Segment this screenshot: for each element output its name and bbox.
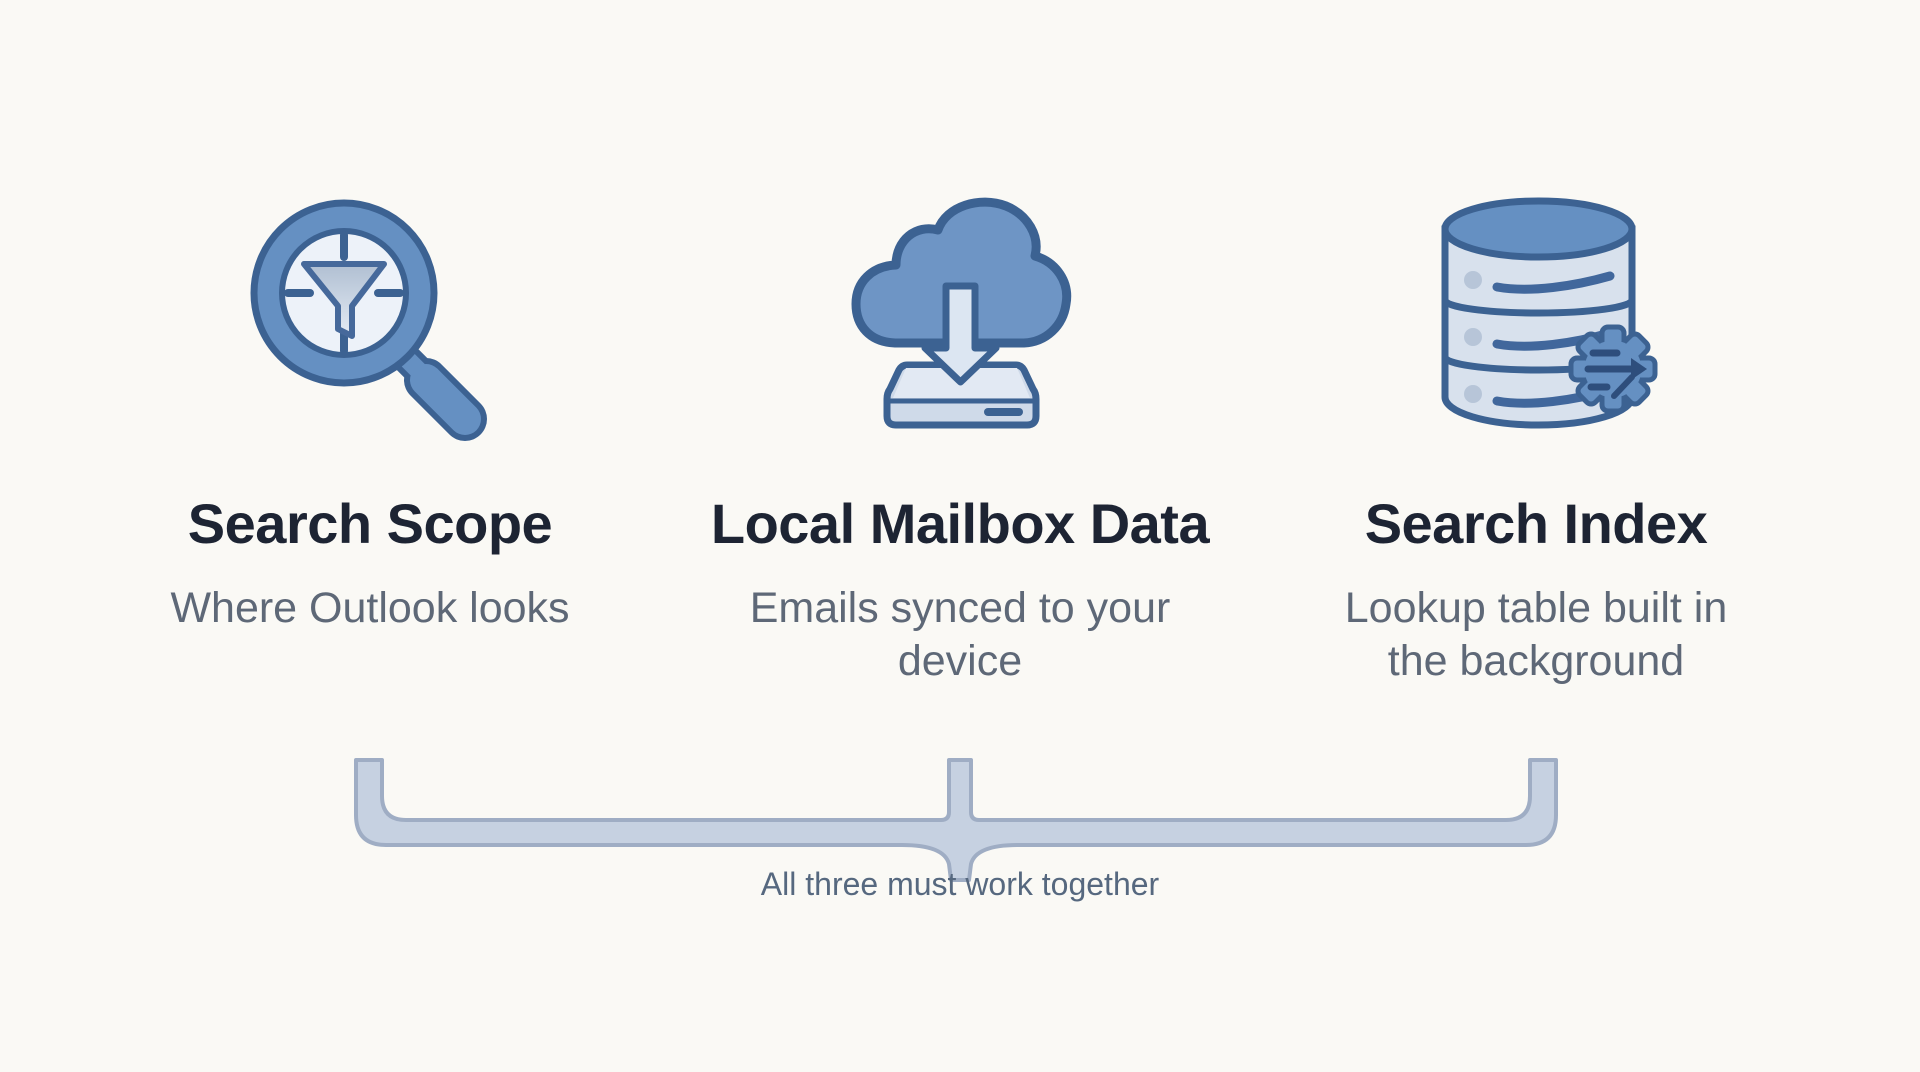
magnifier-handle — [391, 343, 487, 441]
column-title: Search Scope — [187, 492, 553, 555]
transfer-arrow-glyph — [1584, 349, 1647, 399]
footer-caption: All three must work together — [760, 866, 1160, 902]
database-top — [1441, 197, 1636, 261]
column-subtitle: Where Outlook looks — [170, 584, 570, 632]
column-title: Local Mailbox Data — [710, 492, 1210, 555]
tier-dots — [1464, 271, 1482, 403]
bracket-path — [354, 758, 1558, 882]
index-gear — [1568, 324, 1658, 414]
column-local-mailbox-data: Local Mailbox Data Emails synced to your… — [690, 494, 1230, 688]
database-gear-icon — [1441, 197, 1658, 429]
column-search-scope: Search Scope Where Outlook looks — [100, 494, 640, 635]
funnel-glyph — [301, 261, 387, 339]
cloud-shape — [851, 197, 1072, 348]
magnifier-filter-icon — [250, 199, 487, 441]
connector-bracket — [354, 758, 1558, 882]
column-subtitle: Lookup table built in the background — [1344, 584, 1728, 685]
column-search-index: Search Index Lookup table built in the b… — [1266, 494, 1806, 688]
column-title: Search Index — [1364, 492, 1708, 555]
column-subtitle: Emails synced to your device — [749, 584, 1171, 685]
download-arrow — [921, 282, 1000, 386]
cloud-download-icon — [851, 197, 1072, 429]
